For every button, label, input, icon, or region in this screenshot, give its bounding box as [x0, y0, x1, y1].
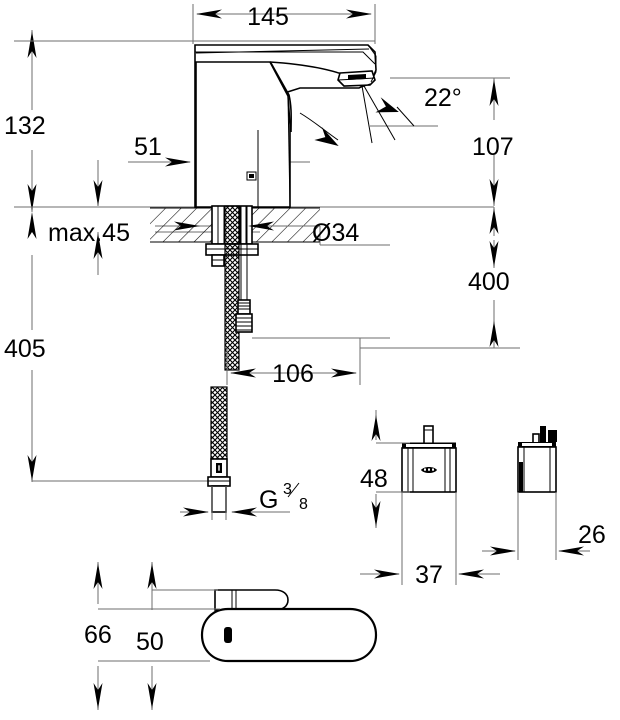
control-box-side-view	[517, 426, 557, 493]
label-hose-offset-106: 106	[272, 360, 314, 388]
dim-spout-height-107	[390, 77, 510, 236]
label-spout-reach-145: 145	[247, 3, 289, 31]
dim-overall-length-405	[27, 255, 210, 482]
label-overall-length-405: 405	[4, 335, 46, 363]
label-hose-length-400: 400	[468, 268, 510, 296]
dim-hose-length-400	[360, 240, 520, 349]
leader-hole-diameter-34	[248, 221, 390, 246]
faucet-top-plan-view	[200, 589, 378, 663]
label-box-depth-26: 26	[578, 521, 606, 549]
label-body-width-51: 51	[134, 133, 162, 161]
grohe-logo-icon	[421, 467, 437, 473]
flexible-hose-lower	[207, 386, 231, 513]
dim-hose-offset-106	[226, 338, 361, 385]
label-box-width-37: 37	[415, 561, 443, 589]
dim-plan-width-66	[93, 562, 220, 710]
electrical-cable	[235, 206, 390, 339]
dim-box-depth-26	[482, 492, 590, 560]
control-box-front-view	[401, 425, 457, 493]
label-thread-g38: G 3 8	[259, 481, 308, 514]
label-sensor-angle-22: 22°	[424, 84, 462, 112]
label-box-height-48: 48	[360, 465, 388, 493]
flexible-hose-upper	[224, 205, 240, 371]
label-spout-height-107: 107	[472, 133, 514, 161]
dim-total-height-132	[27, 30, 37, 239]
label-thread-denominator: 8	[299, 496, 308, 513]
leader-sensor-angle-22	[299, 85, 438, 146]
faucet-side-elevation	[194, 44, 377, 208]
dim-box-width-37	[360, 492, 500, 585]
label-plan-width-66: 66	[84, 621, 112, 649]
label-thread-g: G	[259, 486, 278, 514]
label-plan-inner-width-50: 50	[136, 628, 164, 656]
label-max-deck-thickness: max.45	[48, 219, 130, 247]
label-hole-diameter-34: Ø34	[312, 219, 359, 247]
label-thread-numerator: 3	[283, 481, 292, 498]
label-total-height-132: 132	[4, 112, 46, 140]
dim-box-height-48	[371, 410, 410, 528]
dim-thread-g38	[180, 486, 290, 520]
dim-plan-inner-width-50	[147, 562, 218, 710]
dim-spout-reach-145	[192, 4, 376, 44]
